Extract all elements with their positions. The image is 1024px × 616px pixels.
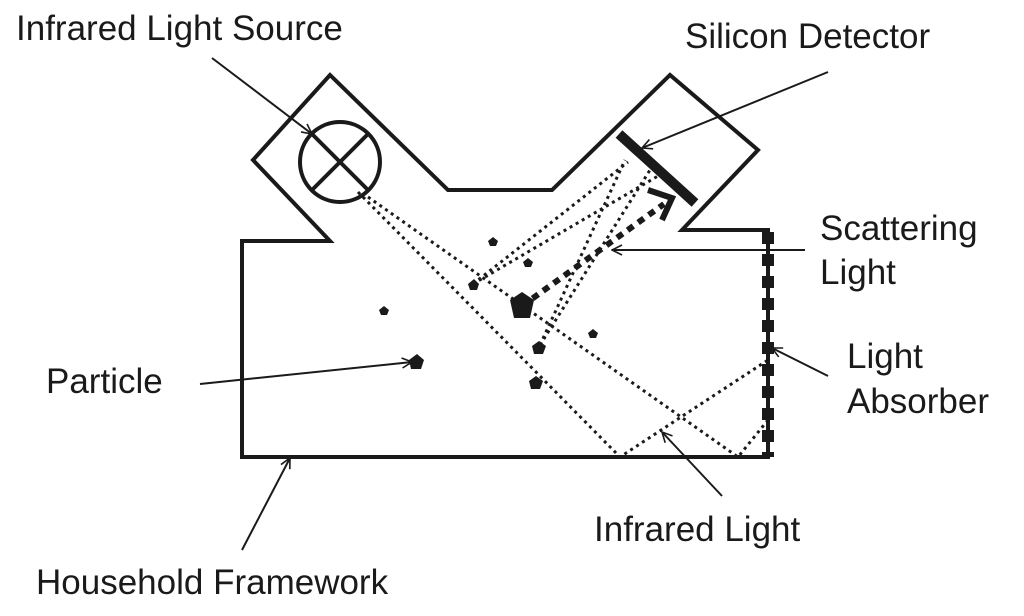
particles xyxy=(379,237,598,389)
silicon-detector xyxy=(615,130,699,207)
particle xyxy=(488,237,498,246)
scattering-light-arrow xyxy=(520,187,677,309)
leader-infrared-light xyxy=(662,432,723,497)
label-infrared-light: Infrared Light xyxy=(594,510,801,549)
particle xyxy=(532,341,546,354)
leader-household-framework xyxy=(241,458,291,551)
ray-upper xyxy=(367,195,770,460)
label-scattering-light-line2: Light xyxy=(820,253,896,292)
scatter-ray-2 xyxy=(472,160,629,286)
particle xyxy=(588,329,598,338)
ray-lower xyxy=(356,190,769,459)
leader-lines xyxy=(199,57,829,551)
label-silicon-detector: Silicon Detector xyxy=(685,17,930,56)
particle-large xyxy=(510,292,534,318)
scatter-ray-4 xyxy=(538,169,652,346)
scatter-ray-1 xyxy=(472,174,659,286)
leader-light-absorber xyxy=(772,347,829,377)
label-infrared-light-source: Infrared Light Source xyxy=(16,9,343,48)
label-light-absorber-line1: Light xyxy=(847,337,923,376)
particle xyxy=(468,279,479,290)
leader-particle xyxy=(199,362,412,385)
scatter-ray-3 xyxy=(538,159,627,346)
label-light-absorber-line2: Absorber xyxy=(847,382,989,421)
label-scattering-light-line1: Scattering xyxy=(820,209,978,248)
scattered-light-rays xyxy=(472,159,659,346)
label-household-framework: Household Framework xyxy=(36,563,389,602)
circle-with-x-icon xyxy=(298,120,382,204)
particle xyxy=(379,306,389,315)
label-particle: Particle xyxy=(46,362,163,401)
leader-infrared-light-source xyxy=(211,57,312,134)
particle xyxy=(523,258,533,267)
particle xyxy=(529,376,543,389)
infrared-light-rays xyxy=(356,190,770,460)
household-framework-outline xyxy=(240,72,770,459)
leader-silicon-detector xyxy=(642,71,829,148)
